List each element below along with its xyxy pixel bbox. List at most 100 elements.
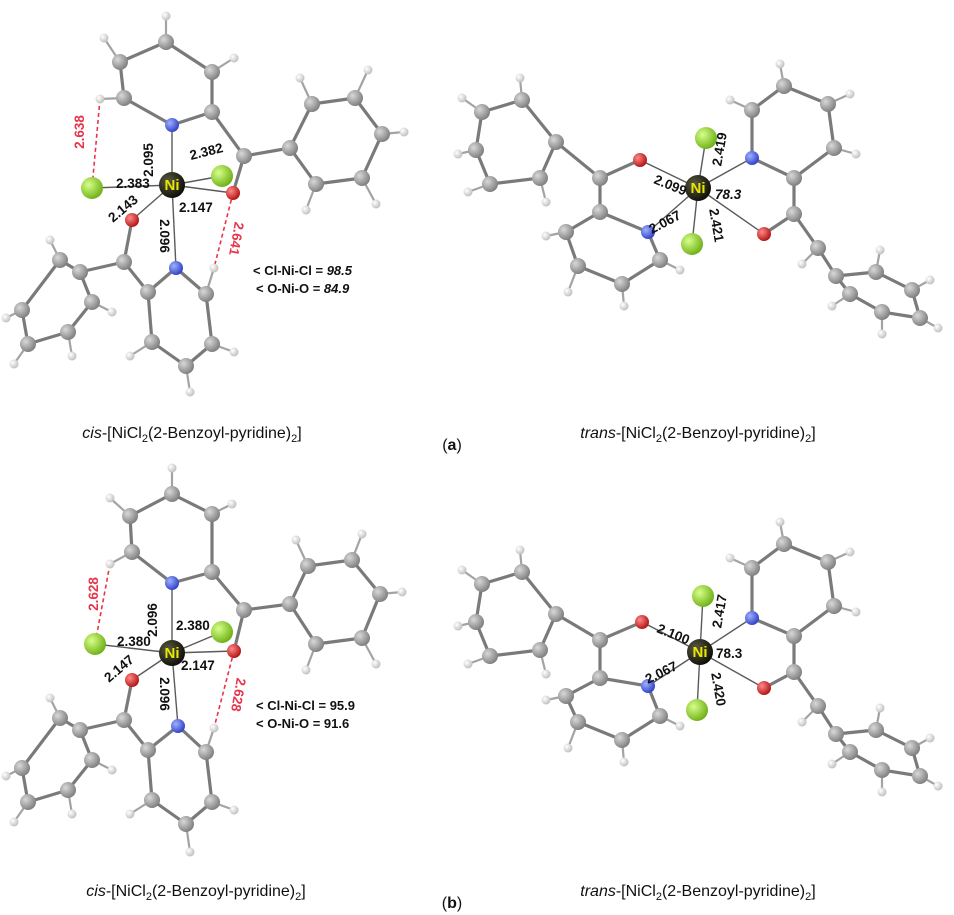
- h-atom: [541, 231, 551, 241]
- c-atom: [548, 134, 564, 150]
- c-atom: [236, 602, 252, 618]
- o-atom: [757, 681, 771, 695]
- h-atom: [457, 565, 467, 575]
- h-atom: [827, 301, 837, 311]
- c-atom: [548, 606, 564, 622]
- c-atom: [140, 284, 156, 300]
- h-atom: [541, 197, 551, 207]
- c-atom: [744, 102, 760, 118]
- h-atom: [397, 587, 407, 597]
- o-atom: [125, 213, 139, 227]
- c-atom: [84, 294, 100, 310]
- h-atom: [229, 347, 239, 357]
- c-atom: [810, 698, 826, 714]
- c-atom: [570, 714, 586, 730]
- h-atom: [167, 463, 177, 473]
- h-atom: [933, 323, 943, 333]
- c-atom: [60, 324, 76, 340]
- h-atom: [67, 351, 77, 361]
- c-atom: [20, 794, 36, 810]
- c-atom: [786, 206, 802, 222]
- h-atom: [541, 669, 551, 679]
- c-atom: [532, 642, 548, 658]
- c-atom: [144, 792, 160, 808]
- h-atom: [453, 621, 463, 631]
- h-atom: [725, 95, 735, 105]
- c-atom: [652, 708, 668, 724]
- h-atom: [463, 659, 473, 669]
- h-atom: [845, 547, 855, 557]
- h-atom: [933, 781, 943, 791]
- n-atom: [745, 151, 759, 165]
- c-atom: [558, 688, 574, 704]
- h-atom: [775, 59, 785, 69]
- cl-atom: [211, 621, 233, 643]
- angle-cl-ni-cl: < Cl-Ni-Cl = 98.5: [253, 263, 353, 278]
- angle-label: < Cl-Ni-Cl =: [253, 263, 327, 278]
- cis-structure-a: Ni 2.095 2.382 2.383 2.147 2.143 2.096 2…: [1, 11, 409, 397]
- c-atom: [204, 794, 220, 810]
- h-atom: [229, 53, 239, 63]
- h-atom: [125, 351, 135, 361]
- h-atom: [371, 199, 381, 209]
- trans-structure-b: Ni 2.100 2.417 2.067 2.420 78.3: [453, 517, 943, 797]
- hbond-length-label: 2.628: [86, 577, 101, 611]
- c-atom: [828, 268, 844, 284]
- c-atom: [820, 96, 836, 112]
- c-atom: [344, 552, 360, 568]
- c-atom: [810, 240, 826, 256]
- h-atom: [161, 11, 171, 21]
- c-atom: [282, 596, 298, 612]
- bond-length-label: 2.382: [188, 140, 224, 163]
- caption-cis-b: cis-[NiCl2(2-Benzoyl-pyridine)2]: [86, 883, 305, 903]
- h-atom: [227, 499, 237, 509]
- c-atom: [744, 560, 760, 576]
- c-atom: [912, 310, 928, 326]
- bond-length-label: 2.380: [117, 634, 151, 649]
- c-atom: [204, 336, 220, 352]
- h-atom: [725, 553, 735, 563]
- cl-atom: [686, 699, 708, 721]
- h-atom: [301, 665, 311, 675]
- c-atom: [116, 254, 132, 270]
- angle-value: 91.6: [324, 716, 349, 731]
- c-atom: [204, 104, 220, 120]
- c-atom: [614, 732, 630, 748]
- angle-label: < Cl-Ni-Cl =: [256, 698, 330, 713]
- c-atom: [354, 630, 370, 646]
- c-atom: [786, 628, 802, 644]
- h-atom: [357, 529, 367, 539]
- h-atom: [1, 771, 11, 781]
- c-atom: [164, 486, 180, 502]
- bond-length-label: 2.067: [643, 658, 680, 686]
- o-atom: [227, 644, 241, 658]
- h-atom: [619, 301, 629, 311]
- caption-cis-a: cis-[NiCl2(2-Benzoyl-pyridine)2]: [82, 425, 301, 445]
- c-atom: [374, 126, 390, 142]
- c-atom: [122, 508, 138, 524]
- cl-atom: [84, 633, 106, 655]
- h-atom: [185, 387, 195, 397]
- h-atom: [827, 759, 837, 769]
- h-atom: [563, 287, 573, 297]
- c-atom: [904, 740, 920, 756]
- h-atom: [185, 847, 195, 857]
- n-atom: [165, 118, 179, 132]
- c-atom: [474, 576, 490, 592]
- h-atom: [371, 659, 381, 669]
- h-atom: [563, 743, 573, 753]
- c-atom: [820, 554, 836, 570]
- c-atom: [14, 302, 30, 318]
- o-atom: [757, 227, 771, 241]
- c-atom: [124, 544, 140, 560]
- c-atom: [140, 742, 156, 758]
- h-atom: [925, 733, 935, 743]
- h-atom: [9, 359, 19, 369]
- c-atom: [236, 148, 252, 164]
- c-atom: [532, 170, 548, 186]
- c-atom: [20, 336, 36, 352]
- ni-atom: [159, 172, 185, 198]
- c-atom: [614, 276, 630, 292]
- cl-atom: [81, 177, 103, 199]
- c-atom: [904, 282, 920, 298]
